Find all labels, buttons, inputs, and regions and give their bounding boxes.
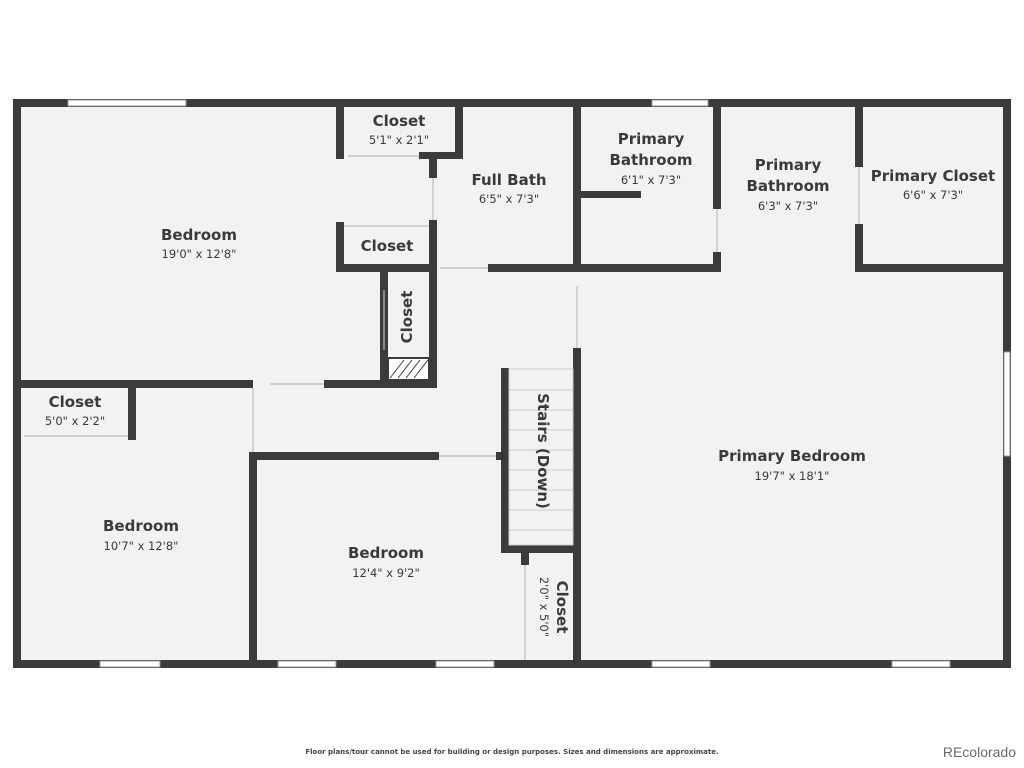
room-label-closet-sw: Closet <box>49 393 102 411</box>
room-label-primary-bathroom-2-line1: Primary <box>755 156 822 174</box>
room-dim-bedroom-s: 12'4" x 9'2" <box>352 566 420 580</box>
stairs-treads <box>508 368 574 546</box>
disclaimer-text: Floor plans/tour cannot be used for buil… <box>305 748 719 756</box>
room-label-full-bath: Full Bath <box>471 171 546 189</box>
hatched-chase <box>387 357 430 381</box>
room-dim-primary-closet: 6'6" x 7'3" <box>903 188 963 202</box>
room-label-closet-mid: Closet <box>361 237 414 255</box>
room-label-primary-closet: Primary Closet <box>871 167 995 185</box>
room-label-primary-bedroom: Primary Bedroom <box>718 447 866 465</box>
room-dim-bedroom-nw: 19'0" x 12'8" <box>162 247 237 261</box>
room-dim-closet-sw: 5'0" x 2'2" <box>45 414 105 428</box>
room-dim-primary-bedroom: 19'7" x 18'1" <box>755 469 830 483</box>
watermark-logo: REcolorado <box>942 744 1016 760</box>
room-dim-bedroom-sw: 10'7" x 12'8" <box>104 539 179 553</box>
room-label-stairs: Stairs (Down) <box>534 393 552 509</box>
room-label-closet-vertical: Closet <box>398 291 416 344</box>
room-label-primary-bathroom-2-line2: Bathroom <box>746 177 829 195</box>
windows <box>67 99 1011 668</box>
room-dim-full-bath: 6'5" x 7'3" <box>479 192 539 206</box>
room-label-bedroom-nw: Bedroom <box>161 226 237 244</box>
doors <box>24 155 860 660</box>
interior-walls <box>13 99 1011 668</box>
room-dim-primary-bathroom-1: 6'1" x 7'3" <box>621 173 681 187</box>
room-label-bedroom-s: Bedroom <box>348 544 424 562</box>
room-label-primary-bathroom-1-line1: Primary <box>618 130 685 148</box>
floor-plan: Bedroom 19'0" x 12'8" Closet 5'1" x 2'1"… <box>13 99 1011 668</box>
room-dim-closet-top: 5'1" x 2'1" <box>369 133 429 147</box>
room-label-bedroom-sw: Bedroom <box>103 517 179 535</box>
room-dim-closet-stairs: 2'0" x 5'0" <box>537 577 551 637</box>
room-label-closet-top: Closet <box>373 112 426 130</box>
room-label-primary-bathroom-1-line2: Bathroom <box>609 151 692 169</box>
room-label-closet-stairs: Closet <box>553 581 571 634</box>
room-dim-primary-bathroom-2: 6'3" x 7'3" <box>758 199 818 213</box>
